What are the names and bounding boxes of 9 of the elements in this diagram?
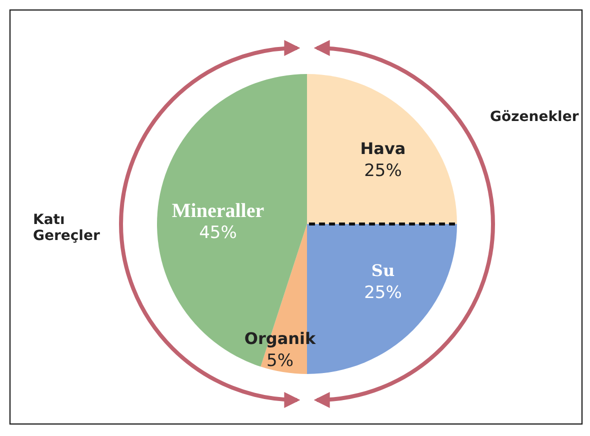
slice-label: Hava xyxy=(360,138,406,160)
side-label: Katı Gereçler xyxy=(33,212,101,244)
percent-label: 25% xyxy=(364,282,402,304)
percent-label: 45% xyxy=(198,222,238,244)
percent-label: 25% xyxy=(363,160,403,182)
slice-label: Mineraller xyxy=(172,200,264,222)
percent-label: 5% xyxy=(266,350,294,372)
slice-label: Su xyxy=(370,260,396,282)
side-label: Gözenekler xyxy=(490,109,580,125)
